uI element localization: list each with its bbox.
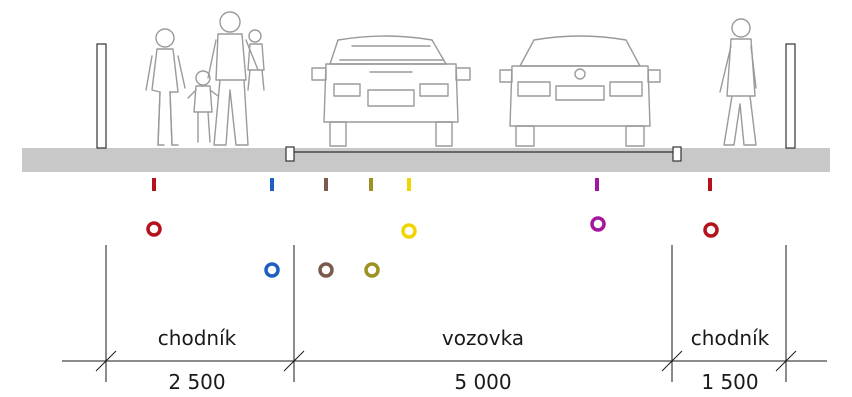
marker-tick-purple bbox=[595, 178, 599, 191]
dimension-tick-2 bbox=[283, 350, 305, 372]
marker-circle-purple bbox=[590, 216, 606, 232]
marker-circle-yellow bbox=[401, 223, 417, 239]
dimension-value-roadway: 5 000 bbox=[454, 370, 512, 394]
pedestrian-right bbox=[719, 18, 757, 146]
marker-circle-red-2 bbox=[703, 222, 719, 238]
marker-circle-brown bbox=[318, 262, 334, 278]
bollard-left bbox=[96, 43, 107, 149]
curb-right bbox=[672, 146, 682, 162]
curb-left bbox=[285, 146, 295, 162]
marker-tick-red-1 bbox=[152, 178, 156, 191]
car-rear-view bbox=[499, 35, 661, 147]
dimension-value-right-sidewalk: 1 500 bbox=[701, 370, 759, 394]
marker-tick-brown bbox=[324, 178, 328, 191]
dimension-value-left-sidewalk: 2 500 bbox=[168, 370, 226, 394]
dimension-tick-1 bbox=[95, 350, 117, 372]
marker-circle-red-1 bbox=[146, 221, 162, 237]
section-label-roadway: vozovka bbox=[441, 326, 525, 350]
dimension-tick-3 bbox=[661, 350, 683, 372]
pedestrians-family bbox=[145, 11, 265, 146]
section-label-left-sidewalk: chodník bbox=[157, 326, 237, 350]
marker-tick-yellow bbox=[407, 178, 411, 191]
section-label-right-sidewalk: chodník bbox=[690, 326, 770, 350]
dimension-tick-4 bbox=[775, 350, 797, 372]
marker-circle-blue bbox=[264, 262, 280, 278]
dimension-lines bbox=[62, 245, 827, 382]
marker-tick-red-2 bbox=[708, 178, 712, 191]
bollard-right bbox=[785, 43, 796, 149]
marker-circle-olive bbox=[364, 262, 380, 278]
marker-tick-olive bbox=[369, 178, 373, 191]
car-front-view bbox=[311, 35, 471, 147]
marker-tick-blue bbox=[270, 178, 274, 191]
